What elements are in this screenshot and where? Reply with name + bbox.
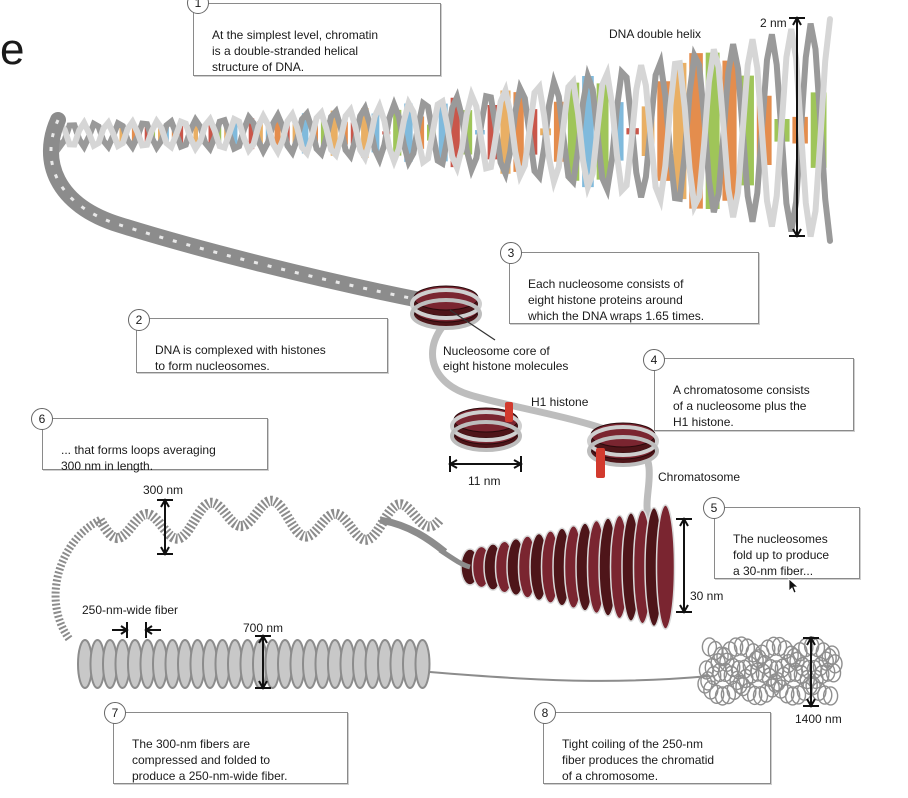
label-nucleosome-core: Nucleosome core of eight histone molecul… [443, 344, 569, 373]
callout-4: A chromatosome consists of a nucleosome … [654, 358, 854, 431]
callout-2-number: 2 [128, 309, 150, 331]
label-h1-histone: H1 histone [531, 395, 589, 409]
chromatid-coil [725, 657, 741, 677]
coil-to-chromatid-link [429, 671, 711, 682]
dna-ribbon [43, 112, 654, 524]
loop-fiber-return [51, 516, 102, 643]
chromatid-coil [744, 664, 760, 684]
chromatid-coil [779, 684, 795, 704]
corner-letter: e [0, 25, 25, 74]
chromatid-coil [708, 684, 725, 705]
callout-5-text: The nucleosomes fold up to produce a 30-… [733, 532, 830, 578]
loop-fibers [51, 495, 711, 689]
nucleosome-top [410, 285, 482, 330]
chromatid-coil [825, 663, 842, 683]
callout-8-text: Tight coiling of the 250-nm fiber produc… [562, 737, 715, 783]
linker-dna [429, 301, 654, 524]
chromatid-coil [727, 637, 744, 657]
label-250-nm-fiber: 250-nm-wide fiber [82, 603, 179, 617]
helix-backbone-a [52, 23, 833, 244]
dna-wrap [587, 425, 659, 457]
dimension-arrows [112, 15, 819, 709]
dna-wrap [450, 420, 522, 452]
callout-7-number: 7 [104, 702, 126, 724]
callout-3-number: 3 [500, 242, 522, 264]
callout-6-text: ... that forms loops averaging 300 nm in… [61, 443, 216, 473]
callout-8: Tight coiling of the 250-nm fiber produc… [543, 712, 771, 784]
chromatid-coil [765, 636, 782, 656]
h1-histone-marker [505, 402, 513, 422]
callout-1: At the simplest level, chromatin is a do… [193, 3, 441, 76]
label-1400-nm: 1400 nm [795, 712, 842, 726]
callout-5: The nucleosomes fold up to produce a 30-… [714, 507, 860, 579]
label-dna-double-helix: DNA double helix [609, 27, 702, 41]
label-chromatosome: Chromatosome [658, 470, 741, 484]
chromatid-coil [817, 685, 833, 705]
nucleosome-core-leader [449, 309, 496, 341]
callout-6-number: 6 [31, 408, 53, 430]
callout-3: Each nucleosome consists of eight histon… [509, 252, 759, 324]
dna-wrap [410, 298, 482, 330]
callout-6: ... that forms loops averaging 300 nm in… [42, 418, 268, 473]
callout-4-text: A chromatosome consists of a nucleosome … [673, 383, 810, 429]
callout-4-number: 4 [643, 349, 665, 371]
nucleosome-h1 [450, 407, 522, 452]
label-2-nm: 2 nm [760, 16, 787, 30]
chromatid-coil [764, 678, 780, 698]
dna-wrap [587, 435, 659, 467]
chromosome [697, 636, 843, 706]
callout-1-text: At the simplest level, chromatin is a do… [212, 28, 379, 74]
label-30-nm: 30 nm [690, 589, 724, 603]
chromatid-coil [827, 654, 843, 674]
coil-segment [414, 639, 431, 689]
chromatid-coil [746, 685, 763, 706]
label-300-nm: 300 nm [143, 483, 184, 497]
chromatid-coil [763, 659, 779, 679]
label-11-nm: 11 nm [468, 474, 501, 488]
callout-7-text: The 300-nm fibers are compressed and fol… [132, 737, 288, 783]
callout-2: DNA is complexed with histones to form n… [136, 318, 388, 373]
dna-wrap [450, 410, 522, 442]
chromatosome [587, 422, 659, 467]
dna-ribbon-stripes [49, 119, 421, 302]
chromatid-coil [815, 642, 832, 662]
label-700-nm: 700 nm [243, 621, 284, 635]
fiber-nucleosome [655, 504, 676, 630]
dna-double-helix [52, 16, 833, 244]
callout-2-text: DNA is complexed with histones to form n… [155, 343, 326, 373]
callout-8-number: 8 [534, 702, 556, 724]
chromatid-coil [822, 686, 839, 706]
chromatid-coil [784, 686, 801, 706]
dna-wrap [410, 288, 482, 320]
thirty-nm-fiber [438, 504, 676, 630]
callout-7: The 300-nm fibers are compressed and fol… [113, 712, 348, 784]
chromatid-coil [726, 680, 742, 701]
callout-3-text: Each nucleosome consists of eight histon… [528, 277, 705, 323]
callout-5-number: 5 [703, 497, 725, 519]
chromatosome-h1-marker [596, 448, 605, 478]
loop-fiber-300 [95, 495, 444, 545]
nucleosomes [410, 285, 659, 478]
chromatid-coil [814, 664, 830, 685]
mouse-cursor-icon [788, 578, 800, 594]
helix-backbone-b [52, 16, 833, 238]
loop-fiber-link [379, 516, 448, 555]
